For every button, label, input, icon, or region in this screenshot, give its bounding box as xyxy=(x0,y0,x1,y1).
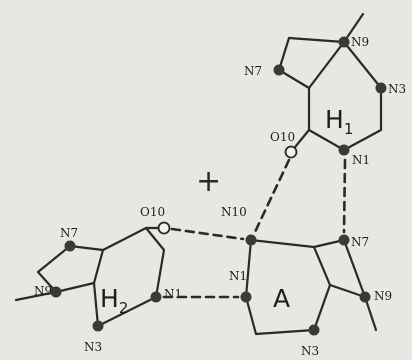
h1-n9-atom xyxy=(338,36,350,48)
h2-five-ring xyxy=(36,244,105,294)
h2-n7-label: N7 xyxy=(60,226,78,240)
h2-n9-atom xyxy=(50,286,62,298)
plus-sign: + xyxy=(196,164,221,199)
h1-n7-label: N7 xyxy=(244,64,262,78)
a-n7-label: N7 xyxy=(351,235,369,249)
h1-n1-atom xyxy=(338,144,350,156)
h1-o10-atom xyxy=(284,145,298,159)
h1-n1-label: N1 xyxy=(352,153,370,167)
h2-n7-atom xyxy=(64,240,76,252)
h2-o10-atom xyxy=(157,221,171,235)
h1-ring-label: H1 xyxy=(325,105,353,138)
a-n1-atom xyxy=(240,291,252,303)
h1-n3-atom xyxy=(375,82,387,94)
h2-n9-label: N9 xyxy=(34,284,52,298)
a-ring-label: A xyxy=(273,284,290,313)
a-n9-atom xyxy=(359,291,371,303)
hbond-h2o10-an10 xyxy=(170,227,245,241)
a-n3-label: N3 xyxy=(301,344,319,358)
a-methyl-bond xyxy=(363,295,378,332)
a-n3-atom xyxy=(308,324,320,336)
h1-n3-label: N3 xyxy=(388,82,406,96)
a-n9-label: N9 xyxy=(374,289,392,303)
a-n10-label: N10 xyxy=(221,205,247,219)
h1-methyl-bond xyxy=(342,12,365,44)
molecule-a: N10 N1 N7 N9 N3 A xyxy=(221,205,392,358)
a-five-ring xyxy=(312,238,367,299)
h2-methyl-bond xyxy=(14,290,58,302)
a-n7-atom xyxy=(338,234,350,246)
h1-n7-atom xyxy=(273,64,285,76)
hydrogen-bonds xyxy=(162,158,347,299)
a-n1-label: N1 xyxy=(229,269,247,283)
h1-o10-label: O10 xyxy=(270,130,295,144)
h2-o10-label: O10 xyxy=(140,205,165,219)
h1-n9-label: N9 xyxy=(351,35,369,49)
h2-ring-label: H2 xyxy=(100,284,128,317)
molecule-h2: N7 O10 N1 N9 N3 H2 xyxy=(14,205,182,354)
h1-five-ring xyxy=(277,36,346,90)
a-n10-atom xyxy=(245,234,257,246)
molecule-h1: N9 N7 N3 N1 O10 H1 xyxy=(244,12,406,167)
h2-n3-label: N3 xyxy=(84,340,102,354)
h2-n1-label: N1 xyxy=(164,287,182,301)
h2-n1-atom xyxy=(150,291,162,303)
hbond-h1n1-an7 xyxy=(342,158,347,234)
h2-n3-atom xyxy=(92,320,104,332)
hbond-h1o10-an10 xyxy=(253,158,291,234)
